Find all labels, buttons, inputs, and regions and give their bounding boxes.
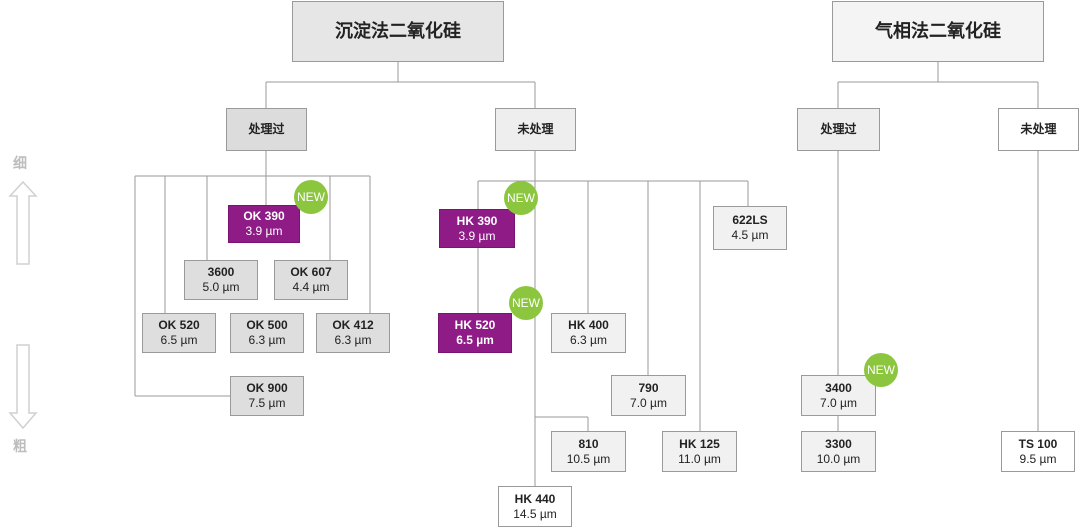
product-size: 14.5 µm <box>513 506 557 521</box>
product-790: 790 7.0 µm <box>611 375 686 416</box>
product-3400: 3400 7.0 µm <box>801 375 876 416</box>
product-ts100: TS 100 9.5 µm <box>1001 431 1075 472</box>
product-name: HK 390 <box>456 213 498 228</box>
category-prec-treated: 处理过 <box>226 108 307 151</box>
product-hk125: HK 125 11.0 µm <box>662 431 737 472</box>
product-size: 7.0 µm <box>630 395 667 410</box>
product-hk520: HK 520 6.5 µm <box>438 313 512 353</box>
product-810: 810 10.5 µm <box>551 431 626 472</box>
product-name: 3400 <box>825 380 852 395</box>
product-name: HK 400 <box>568 318 609 332</box>
product-size: 9.5 µm <box>1019 451 1057 466</box>
product-name: OK 520 <box>158 318 200 332</box>
arrow-down-icon <box>8 344 38 430</box>
product-size: 11.0 µm <box>678 451 721 466</box>
product-3300: 3300 10.0 µm <box>801 431 876 472</box>
product-size: 5.0 µm <box>202 280 240 294</box>
product-hk440: HK 440 14.5 µm <box>498 486 572 527</box>
product-size: 4.5 µm <box>731 228 769 242</box>
product-size: 3.9 µm <box>458 228 496 243</box>
product-3600: 3600 5.0 µm <box>184 260 258 300</box>
product-622ls: 622LS 4.5 µm <box>713 206 787 250</box>
product-size: 6.5 µm <box>160 333 198 347</box>
product-size: 6.3 µm <box>570 333 607 347</box>
product-size: 6.3 µm <box>248 333 286 347</box>
product-name: 622LS <box>732 213 768 227</box>
new-badge-ok390: NEW <box>294 180 328 214</box>
product-size: 7.5 µm <box>248 396 286 410</box>
category-prec-untreated: 未处理 <box>495 108 576 151</box>
scale-coarse-label: 粗 <box>13 439 27 455</box>
product-ok412: OK 412 6.3 µm <box>316 313 390 353</box>
new-badge-3400: NEW <box>864 353 898 387</box>
product-size: 7.0 µm <box>820 395 857 410</box>
product-name: TS 100 <box>1018 436 1058 451</box>
product-size: 4.4 µm <box>292 280 330 294</box>
new-badge-hk390: NEW <box>504 181 538 215</box>
product-ok390: OK 390 3.9 µm <box>228 205 300 243</box>
category-fumed-untreated: 未处理 <box>998 108 1079 151</box>
new-badge-hk520: NEW <box>509 286 543 320</box>
category-fumed-treated: 处理过 <box>797 108 880 151</box>
product-hk390: HK 390 3.9 µm <box>439 209 515 248</box>
product-size: 6.5 µm <box>456 333 494 347</box>
scale-arrows <box>8 180 38 430</box>
product-name: 810 <box>578 436 599 451</box>
product-name: OK 390 <box>243 209 285 223</box>
product-name: OK 900 <box>246 381 288 395</box>
product-name: HK 440 <box>514 491 556 506</box>
scale-fine-label: 细 <box>13 156 27 172</box>
product-size: 10.0 µm <box>816 451 861 466</box>
product-name: HK 520 <box>454 318 496 332</box>
product-size: 6.3 µm <box>334 333 372 347</box>
product-name: 3300 <box>825 436 852 451</box>
product-hk400: HK 400 6.3 µm <box>551 313 626 353</box>
product-name: OK 607 <box>290 265 332 279</box>
header-precipitated-silica: 沉淀法二氧化硅 <box>292 1 504 62</box>
header-fumed-silica: 气相法二氧化硅 <box>832 1 1044 62</box>
product-name: HK 125 <box>679 436 720 451</box>
product-name: OK 500 <box>246 318 288 332</box>
product-size: 10.5 µm <box>566 451 611 466</box>
product-name: OK 412 <box>332 318 374 332</box>
product-ok520: OK 520 6.5 µm <box>142 313 216 353</box>
product-ok900: OK 900 7.5 µm <box>230 376 304 416</box>
product-name: 3600 <box>207 265 235 279</box>
product-ok500: OK 500 6.3 µm <box>230 313 304 353</box>
arrow-up-icon <box>8 180 38 265</box>
product-name: 790 <box>638 380 659 395</box>
product-ok607: OK 607 4.4 µm <box>274 260 348 300</box>
product-size: 3.9 µm <box>245 224 283 238</box>
